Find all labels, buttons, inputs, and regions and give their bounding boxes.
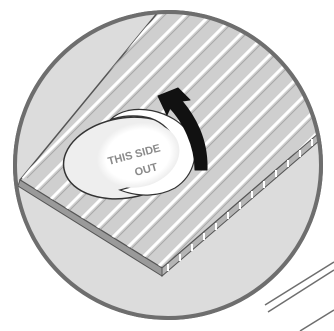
magnified-detail-illustration: THIS SIDE OUT xyxy=(0,0,334,331)
